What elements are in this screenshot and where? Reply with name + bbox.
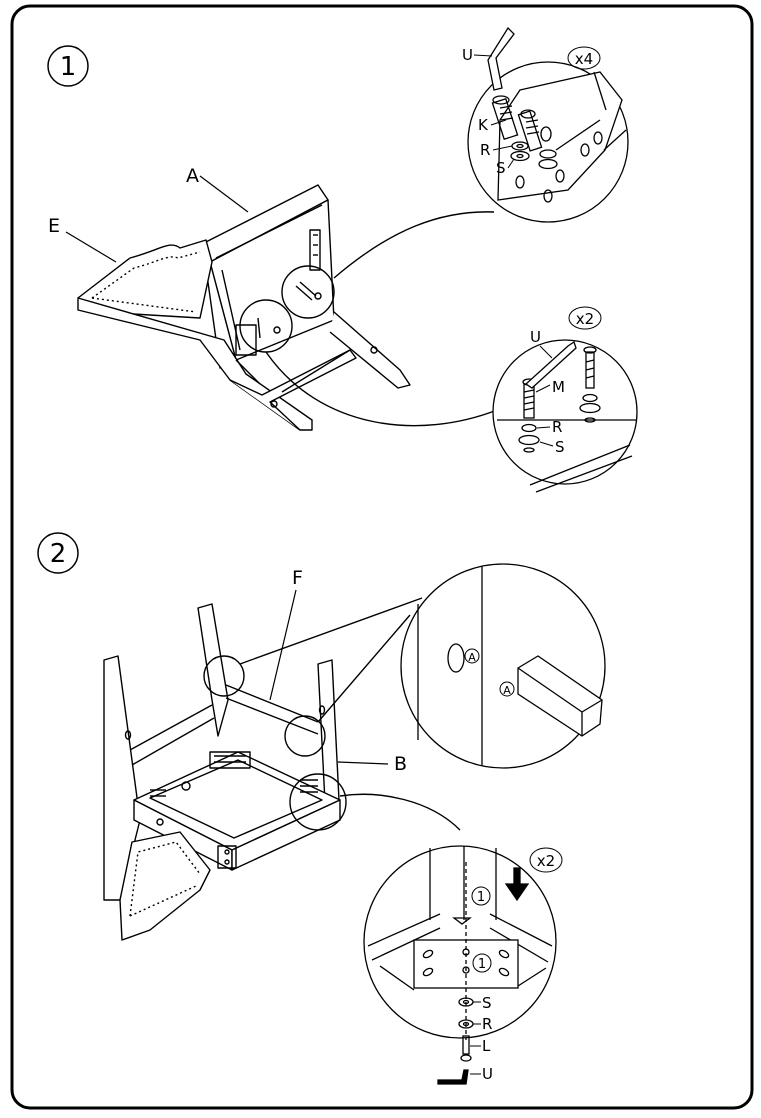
svg-text:R: R [552,418,562,436]
step-2-chair-illustration [103,597,461,941]
svg-text:x2: x2 [576,310,594,328]
svg-text:B: B [394,753,407,775]
svg-text:A: A [503,684,511,697]
step-2-detail-slot [400,563,606,769]
step-2-detail-bracket-labels: x2 1 1 S R L U [470,847,563,1083]
step-2-badge: 2 [37,532,79,574]
svg-text:M: M [552,378,565,396]
svg-text:S: S [555,438,565,456]
svg-text:U: U [482,1065,493,1083]
step-2-label-f: F [269,567,303,701]
svg-text:1: 1 [477,890,485,905]
svg-text:1: 1 [60,52,77,82]
svg-text:S: S [482,994,492,1012]
svg-text:R: R [480,141,490,159]
bolt-k-icon [491,95,543,152]
svg-text:F: F [292,567,303,589]
step-2-detail-slot-markers: A A [464,648,515,697]
step-2-detail-bracket [363,845,557,1085]
svg-text:U: U [462,46,473,64]
svg-text:x4: x4 [575,50,593,68]
step-1-detail-bottom [492,339,638,493]
svg-text:L: L [482,1037,491,1055]
svg-text:x2: x2 [537,852,555,870]
svg-text:K: K [478,116,489,134]
svg-text:E: E [48,215,60,237]
svg-text:A: A [186,165,199,187]
step-2-label-b: B [337,753,407,775]
svg-text:2: 2 [50,539,67,569]
svg-text:A: A [468,651,476,664]
svg-text:1: 1 [478,957,486,972]
step-1-label-e: E [48,215,117,263]
step-1-detail-top [467,26,629,223]
svg-text:R: R [482,1015,492,1033]
step-1-detail-bottom-labels: x2 U M R S [530,306,602,456]
svg-text:S: S [496,159,506,177]
page-frame [10,4,754,1110]
step-1-label-a: A [186,165,249,213]
step-1-chair-illustration [77,184,498,431]
step-1-badge: 1 [47,45,89,87]
svg-text:U: U [530,328,541,346]
step-1-detail-top-labels: U K R S x4 [462,46,601,177]
